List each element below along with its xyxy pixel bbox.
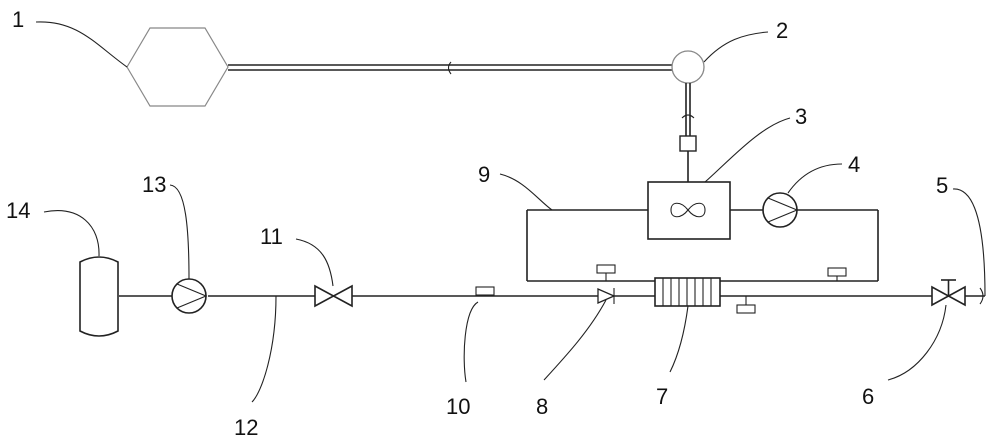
label-1: 1: [12, 7, 24, 32]
outlet-sensor: [736, 296, 756, 314]
main-pump: [171, 278, 208, 314]
check-valve: [597, 288, 616, 304]
main-pipe: [119, 287, 985, 305]
main-sensor: [475, 286, 495, 296]
label-13: 13: [142, 172, 166, 197]
gate-valve: [314, 284, 353, 308]
mixer-box: [647, 181, 731, 240]
label-11: 11: [260, 224, 283, 249]
hexagon-vessel: [126, 27, 229, 107]
sphere-node: [671, 50, 705, 84]
label-12: 12: [234, 415, 258, 440]
label-14: 14: [6, 198, 30, 223]
heat-exchanger: [654, 277, 721, 307]
label-9: 9: [478, 162, 490, 187]
label-3: 3: [795, 104, 807, 129]
loop-sensor-left: [596, 264, 616, 281]
circulation-loop: [526, 209, 879, 282]
storage-tank: [79, 256, 119, 337]
outlet-valve: [931, 279, 966, 307]
label-10: 10: [446, 394, 470, 419]
label-7: 7: [656, 384, 668, 409]
label-5: 5: [936, 173, 948, 198]
label-4: 4: [848, 152, 860, 177]
loop-sensor-right: [827, 267, 847, 281]
loop-pump: [762, 192, 799, 228]
label-2: 2: [776, 18, 788, 43]
number-labels: 1 2 3 4 5 6 7 8 9 10 11 12 13 14: [6, 7, 948, 440]
label-8: 8: [536, 394, 548, 419]
vertical-shaft: [679, 83, 697, 182]
top-double-pipe: [228, 61, 672, 75]
leader-lines: [35, 21, 986, 403]
label-6: 6: [862, 384, 874, 409]
